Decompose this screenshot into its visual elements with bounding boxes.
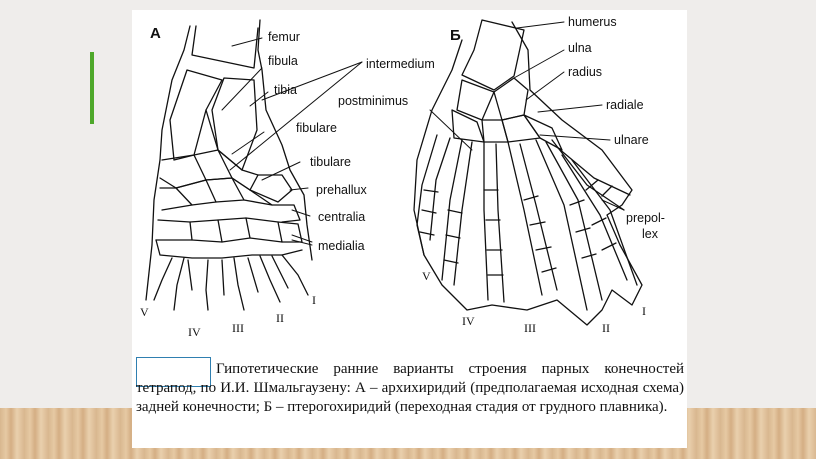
- digit-a-1: I: [312, 293, 316, 307]
- digit-b-2: II: [602, 321, 610, 335]
- limb-diagram: A Б femur fibula tibia intermedium postm…: [140, 15, 665, 339]
- label-tibia: tibia: [274, 83, 297, 97]
- label-postminimus: postminimus: [338, 94, 408, 108]
- digit-a-2: II: [276, 311, 284, 325]
- label-prepollex-1: prepol-: [626, 211, 665, 225]
- label-ulna: ulna: [568, 41, 592, 55]
- label-radius: radius: [568, 65, 602, 79]
- label-fibulare: fibulare: [296, 121, 337, 135]
- label-prehallux: prehallux: [316, 183, 367, 197]
- digit-a-5: V: [140, 305, 149, 319]
- leader-lines-a: [221, 37, 363, 246]
- label-tibulare: tibulare: [310, 155, 351, 169]
- label-intermedium: intermedium: [366, 57, 435, 71]
- leader-lines-b: [429, 21, 625, 211]
- label-medialia: medialia: [318, 239, 365, 253]
- label-fibula: fibula: [268, 54, 298, 68]
- digit-b-1: I: [642, 304, 646, 318]
- panel-a-letter: A: [150, 25, 161, 42]
- label-radiale: radiale: [606, 98, 644, 112]
- digit-b-4: IV: [462, 314, 475, 328]
- label-humerus: humerus: [568, 15, 617, 29]
- accent-bar: [90, 52, 94, 124]
- digit-b-5: V: [422, 269, 431, 283]
- limb-b-outline: [413, 19, 643, 326]
- panel-b-letter: Б: [450, 27, 461, 44]
- digit-b-3: III: [524, 321, 536, 335]
- figure-caption: Гипотетические ранние варианты строения …: [136, 361, 684, 415]
- digit-a-4: IV: [188, 325, 201, 339]
- label-prepollex-2: lex: [642, 227, 659, 241]
- label-femur: femur: [268, 30, 300, 44]
- digit-a-3: III: [232, 321, 244, 335]
- caption-highlight-box: [136, 357, 211, 387]
- label-centralia: centralia: [318, 210, 365, 224]
- label-ulnare: ulnare: [614, 133, 649, 147]
- figure-slide: A Б femur fibula tibia intermedium postm…: [132, 10, 687, 448]
